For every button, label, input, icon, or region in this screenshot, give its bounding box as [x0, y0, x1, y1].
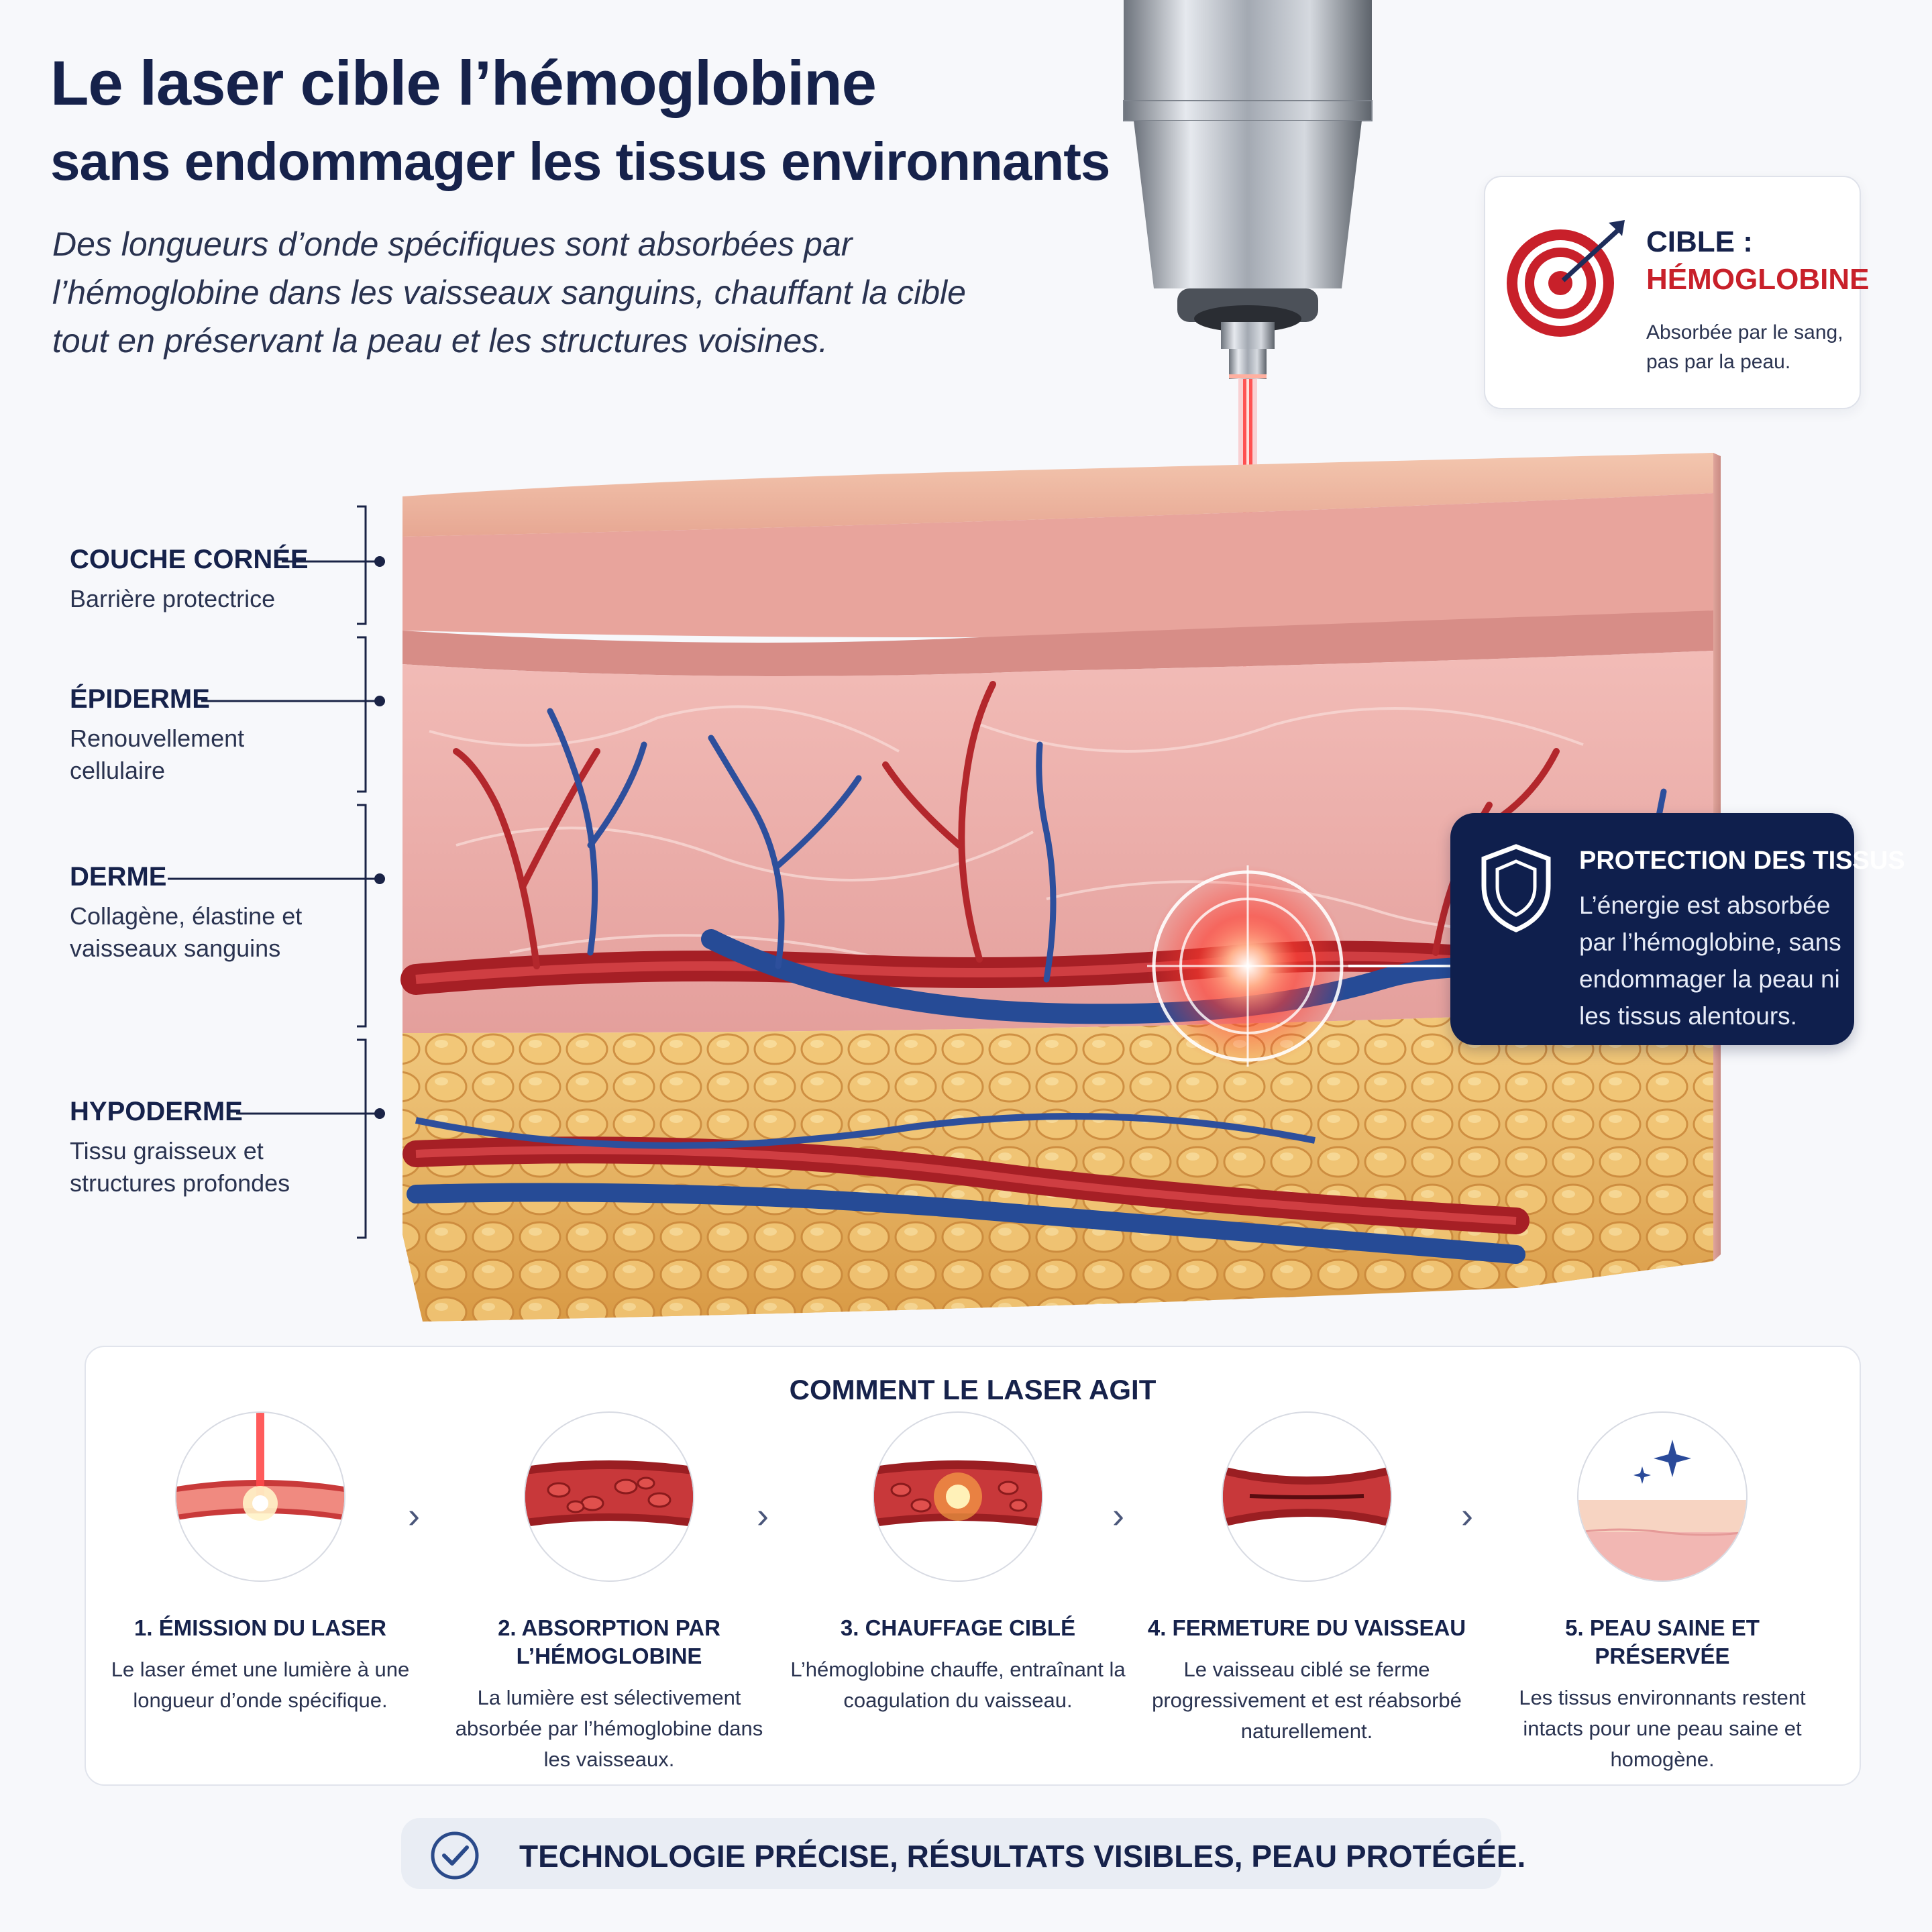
step-title: 2. ABSORPTION PAR L’HÉMOGLOBINE: [498, 1615, 720, 1668]
layer-name: COUCHE CORNÉE: [70, 545, 309, 574]
target-label: CIBLE :: [1646, 225, 1753, 258]
protection-title: PROTECTION DES TISSUS: [1579, 847, 1905, 875]
step-description: Le laser émet une lumière à une longueur…: [111, 1658, 410, 1712]
step-title: 5. PEAU SAINE ET PRÉSERVÉE: [1565, 1615, 1760, 1668]
step-1: 1. ÉMISSION DU LASER Le laser émet une l…: [93, 1411, 428, 1716]
step-illustration: [524, 1411, 694, 1582]
chevron-right-icon: ›: [1461, 1495, 1473, 1536]
intro-text: Des longueurs d’onde spécifiques sont ab…: [52, 225, 966, 360]
step-title: 4. FERMETURE DU VAISSEAU: [1147, 1615, 1466, 1640]
protection-description: L’énergie est absorbée par l’hémoglobine…: [1579, 892, 1841, 1030]
step-title: 3. CHAUFFAGE CIBLÉ: [840, 1615, 1076, 1640]
target-card: CIBLE : HÉMOGLOBINE Absorbée par le sang…: [1484, 176, 1869, 409]
layer-label-epidermis: ÉPIDERME Renouvellement cellulaire: [70, 684, 271, 787]
target-description: Absorbée par le sang, pas par la peau.: [1646, 321, 1843, 373]
step-2: 2. ABSORPTION PAR L’HÉMOGLOBINE La lumiè…: [441, 1411, 777, 1775]
page-title: Le laser cible l’hémoglobine: [50, 48, 877, 118]
layer-description: Barrière protectrice: [70, 585, 276, 612]
layer-name: ÉPIDERME: [70, 684, 210, 714]
step-description: Les tissus environnants restent intacts …: [1519, 1686, 1806, 1771]
footer-text: TECHNOLOGIE PRÉCISE, RÉSULTATS VISIBLES,…: [519, 1839, 1526, 1874]
step-4: 4. FERMETURE DU VAISSEAU Le vaisseau cib…: [1139, 1411, 1474, 1747]
layer-label-stratum: COUCHE CORNÉE Barrière protectrice: [70, 545, 309, 615]
chevron-right-icon: ›: [408, 1495, 420, 1536]
chevron-right-icon: ›: [757, 1495, 769, 1536]
target-arrow-icon: [1507, 220, 1625, 337]
layer-description: Tissu graisseux et structures profondes: [70, 1137, 290, 1197]
step-title: 1. ÉMISSION DU LASER: [134, 1615, 386, 1640]
page-subtitle: sans endommager les tissus environnants: [50, 131, 1110, 191]
step-illustration: [175, 1411, 345, 1582]
shield-icon: [1481, 844, 1551, 932]
chevron-right-icon: ›: [1112, 1495, 1124, 1536]
footer-banner: TECHNOLOGIE PRÉCISE, RÉSULTATS VISIBLES,…: [401, 1818, 1525, 1889]
how-it-works-title: COMMENT LE LASER AGIT: [789, 1374, 1157, 1405]
step-description: La lumière est sélectivement absorbée pa…: [455, 1686, 763, 1771]
target-value: HÉMOGLOBINE: [1646, 263, 1870, 296]
step-illustration: [873, 1411, 1043, 1582]
step-illustration: [1222, 1411, 1392, 1582]
how-it-works-panel: COMMENT LE LASER AGIT 1. ÉMISSION DU LAS…: [85, 1346, 1861, 1786]
layer-name: HYPODERME: [70, 1097, 243, 1126]
step-3: 3. CHAUFFAGE CIBLÉ L’hémoglobine chauffe…: [790, 1411, 1126, 1716]
protection-card: PROTECTION DES TISSUS L’énergie est abso…: [1450, 813, 1905, 1045]
check-circle-icon: [431, 1831, 479, 1880]
step-description: Le vaisseau ciblé se ferme progressiveme…: [1152, 1658, 1462, 1743]
layer-description: Collagène, élastine et vaisseaux sanguin…: [70, 902, 303, 962]
layer-label-dermis: DERME Collagène, élastine et vaisseaux s…: [70, 862, 325, 965]
layer-label-hypodermis: HYPODERME Tissu graisseux et structures …: [70, 1097, 331, 1199]
skin-cross-section: [400, 453, 1724, 1322]
step-5: 5. PEAU SAINE ET PRÉSERVÉE Les tissus en…: [1495, 1411, 1830, 1775]
layer-name: DERME: [70, 862, 167, 892]
layer-description: Renouvellement cellulaire: [70, 724, 245, 784]
step-illustration: [1577, 1411, 1748, 1582]
step-description: L’hémoglobine chauffe, entraînant la coa…: [790, 1658, 1126, 1712]
